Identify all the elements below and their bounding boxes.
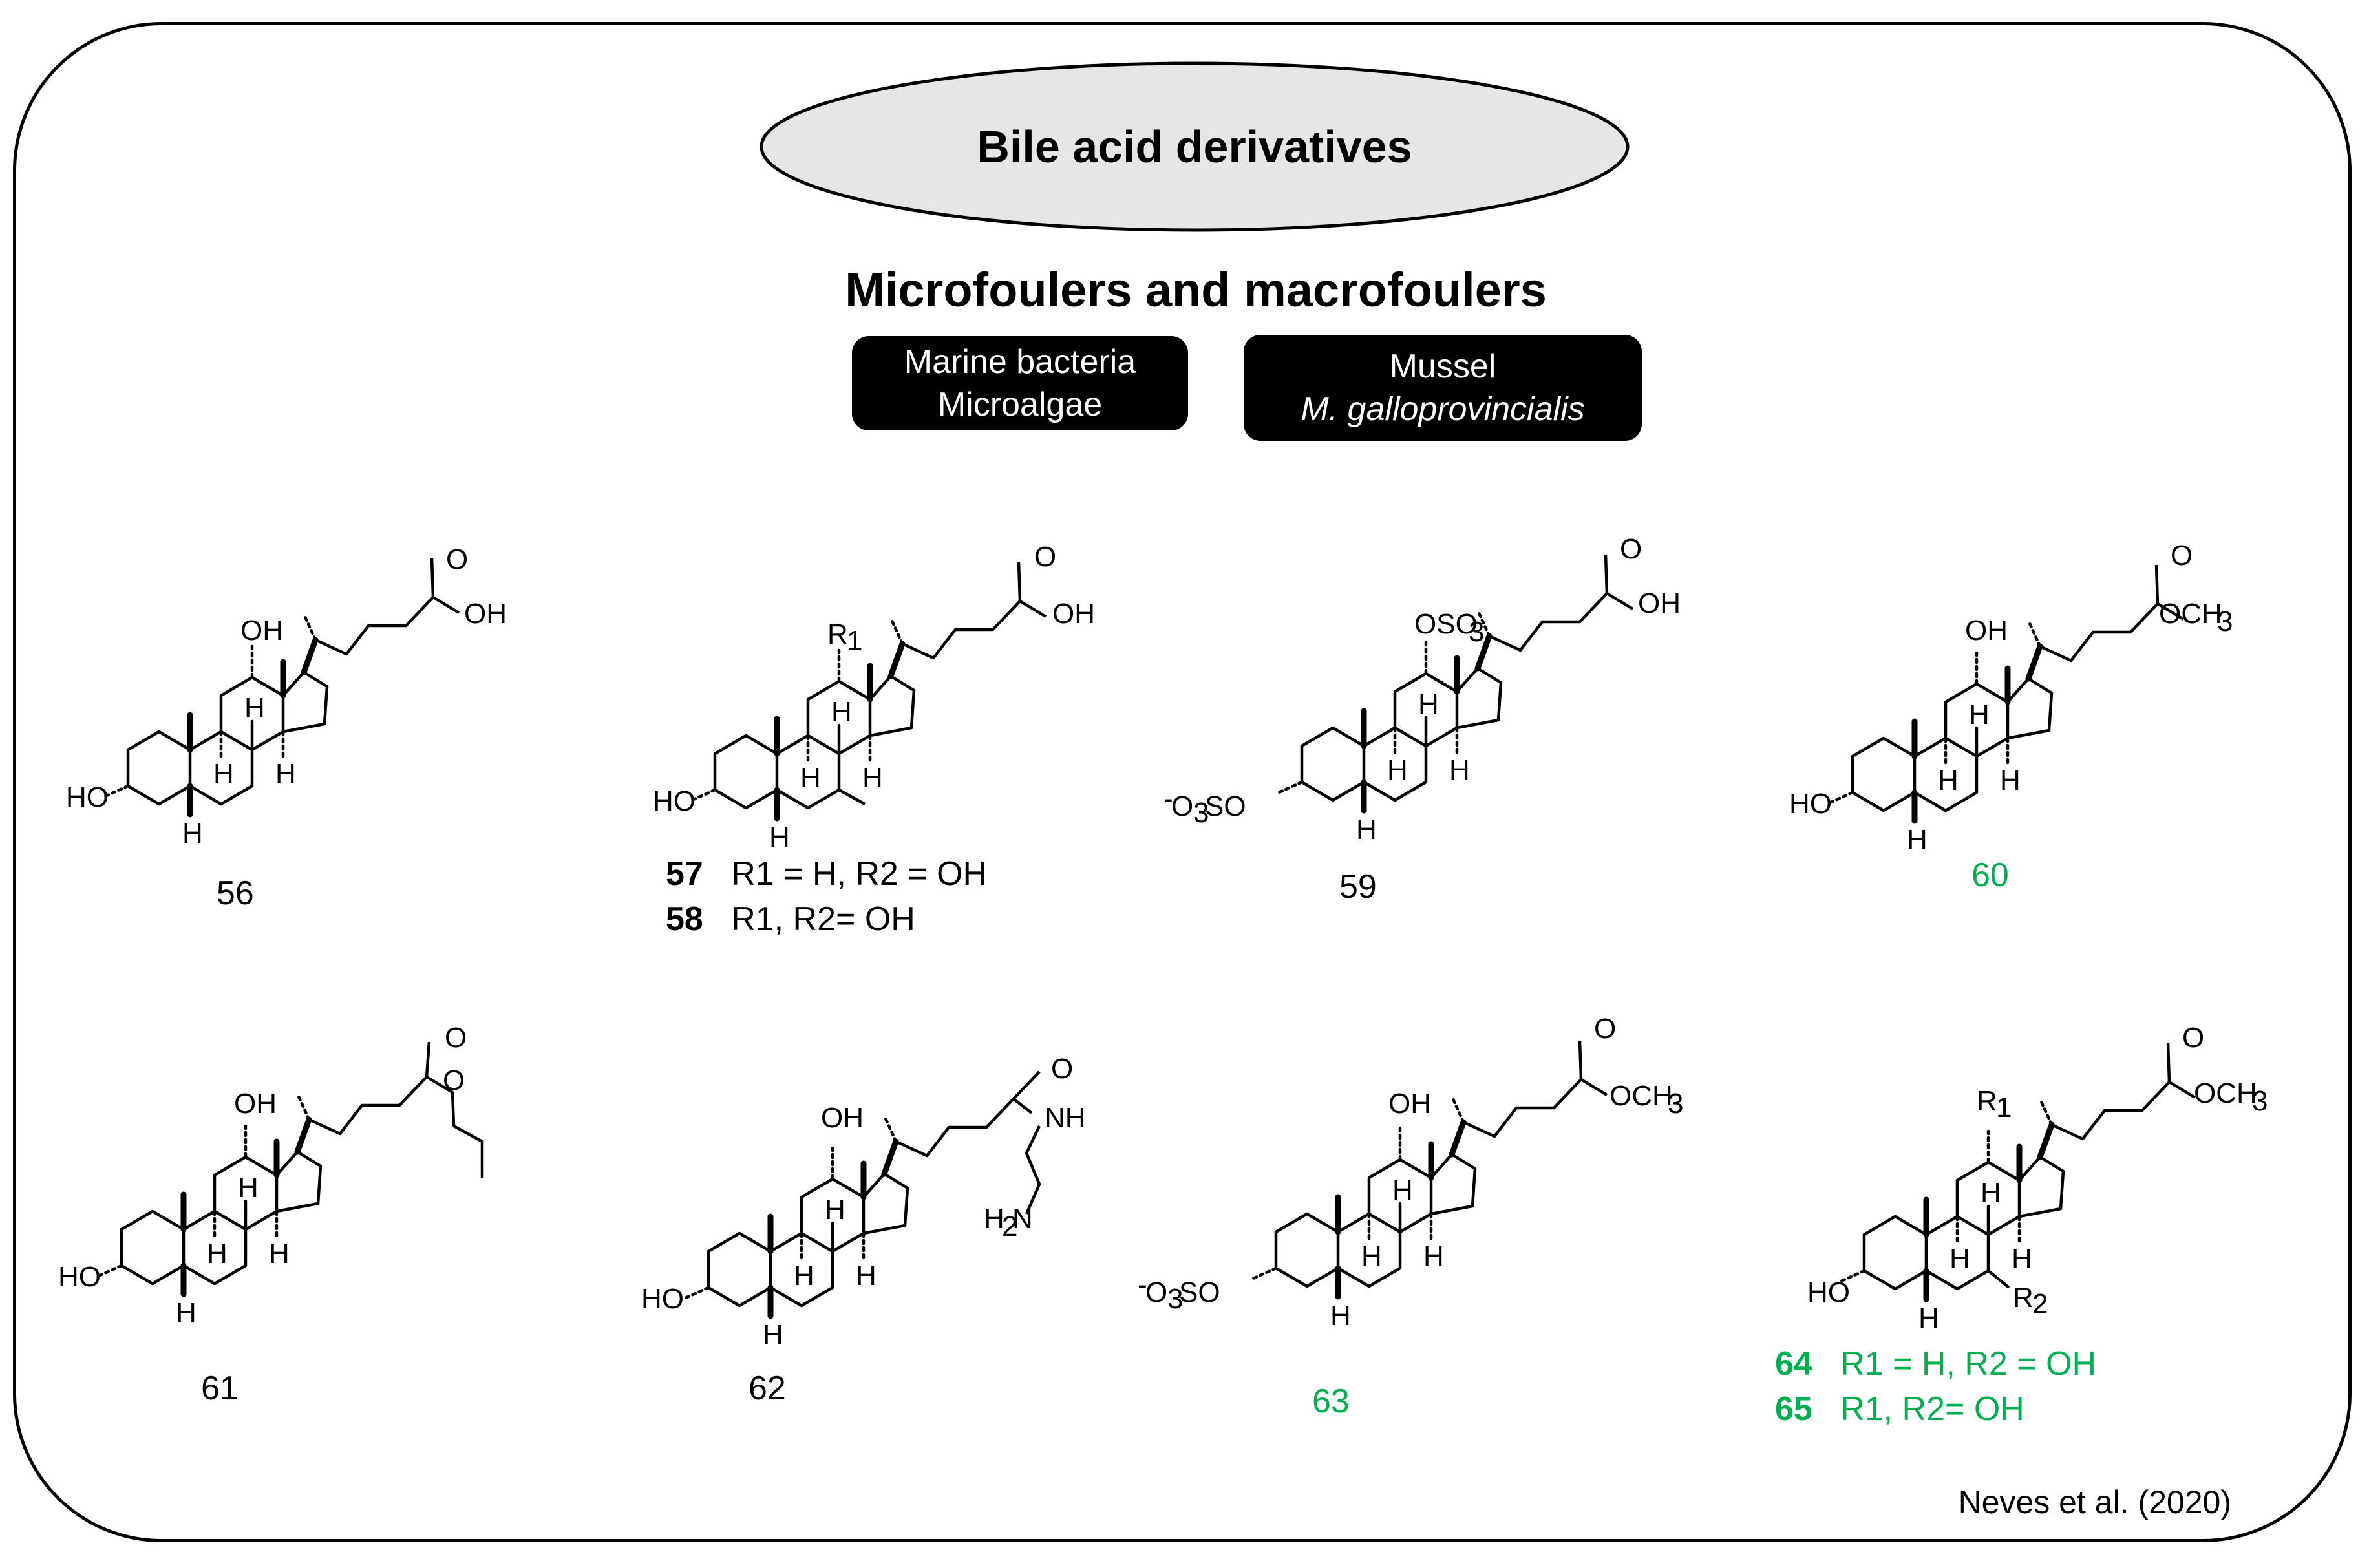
svg-text:O: O	[1051, 1053, 1073, 1085]
svg-text:HO: HO	[66, 781, 109, 813]
svg-text:OH: OH	[821, 1102, 864, 1134]
citation: Neves et al. (2020)	[1958, 1484, 2231, 1520]
svg-text:HO: HO	[1789, 788, 1832, 820]
svg-text:1: 1	[847, 625, 862, 657]
svg-text:N: N	[1012, 1203, 1033, 1235]
label-61: 61	[201, 1370, 239, 1407]
structure-56: O OH OH HO	[66, 544, 507, 849]
svg-text:HO: HO	[1807, 1277, 1850, 1308]
structure-61: O O OH HO	[58, 1022, 484, 1329]
badge-micro-line-1: Marine bacteria	[904, 343, 1136, 381]
page-title: Bile acid derivatives	[977, 122, 1412, 172]
svg-text:3: 3	[1167, 1283, 1183, 1315]
svg-text:R: R	[1977, 1085, 1997, 1117]
rgroup-line-58: 58 R1, R2= OH	[666, 900, 915, 939]
rgroup-line-57: 57 R1 = H, R2 = OH	[666, 855, 987, 893]
svg-text:3: 3	[2217, 606, 2233, 637]
svg-text:OCH: OCH	[2159, 598, 2222, 630]
svg-text:OSO: OSO	[1414, 608, 1478, 640]
svg-text:HO: HO	[641, 1283, 684, 1315]
svg-text:OH: OH	[1638, 588, 1681, 619]
svg-text:2: 2	[2032, 1288, 2048, 1320]
badge-macro-line-1: Mussel	[1389, 348, 1496, 385]
badge-micro-line-2: Microalgae	[937, 386, 1103, 423]
svg-text:OH: OH	[1388, 1088, 1431, 1120]
outer-frame	[13, 22, 2352, 1542]
rgroup-57-number: 57	[666, 855, 703, 893]
rgroup-65-text: R1, R2= OH	[1840, 1390, 2024, 1428]
svg-text:SO: SO	[1205, 791, 1246, 822]
section-subtitle: Microfoulers and macrofoulers	[845, 263, 1547, 317]
rgroup-line-64: 64 R1 = H, R2 = OH	[1775, 1344, 2096, 1383]
rgroup-65-number: 65	[1775, 1390, 1812, 1428]
svg-text:O: O	[1594, 1013, 1616, 1045]
svg-text:-: -	[1163, 783, 1173, 814]
svg-text:SO: SO	[1179, 1277, 1220, 1308]
svg-text:O: O	[445, 1022, 467, 1054]
svg-text:3: 3	[1193, 797, 1209, 829]
structure-62: O NH H2N OH HO	[641, 1053, 1086, 1351]
label-63: 63	[1312, 1383, 1350, 1420]
svg-text:OH: OH	[240, 615, 283, 646]
rgroup-64-text: R1 = H, R2 = OH	[1840, 1345, 2097, 1383]
svg-text:O: O	[1171, 791, 1193, 822]
structure-57-58: O OH R1 HO	[653, 541, 1095, 853]
svg-text:O: O	[2182, 1022, 2204, 1054]
svg-text:HO: HO	[653, 785, 696, 817]
svg-text:O: O	[1034, 541, 1056, 573]
title-ellipse: Bile acid derivatives	[758, 59, 1631, 234]
label-62: 62	[749, 1370, 786, 1407]
svg-text:1: 1	[1996, 1092, 2012, 1123]
svg-text:O: O	[1620, 533, 1642, 565]
svg-text:O: O	[443, 1065, 465, 1096]
title-ellipse-shape	[760, 61, 1630, 232]
label-60: 60	[1971, 856, 2009, 894]
svg-text:NH: NH	[1045, 1102, 1086, 1134]
svg-text:3: 3	[1469, 616, 1484, 648]
svg-text:H: H	[984, 1203, 1004, 1235]
label-56: 56	[217, 875, 254, 912]
svg-text:OH: OH	[234, 1088, 277, 1120]
badge-microfoulers: Marine bacteria Microalgae	[852, 336, 1188, 430]
svg-text:3: 3	[1668, 1088, 1683, 1120]
rgroup-line-65: 65 R1, R2= OH	[1775, 1390, 2024, 1428]
svg-text:R: R	[2013, 1282, 2034, 1313]
svg-text:OCH: OCH	[1610, 1080, 1673, 1112]
rgroup-57-text: R1 = H, R2 = OH	[731, 855, 988, 893]
svg-text:R: R	[827, 619, 848, 650]
svg-text:HO: HO	[58, 1261, 101, 1293]
badge-macro-line-2: M. galloprovincialis	[1301, 390, 1585, 428]
label-59: 59	[1339, 868, 1377, 906]
svg-text:3: 3	[2252, 1085, 2268, 1117]
badge-macrofoulers: Mussel M. galloprovincialis	[1244, 335, 1642, 441]
svg-text:O: O	[2171, 540, 2193, 571]
rgroup-58-number: 58	[666, 900, 703, 938]
svg-text:OCH: OCH	[2194, 1078, 2257, 1109]
rgroup-64-number: 64	[1775, 1345, 1812, 1383]
svg-text:2: 2	[1002, 1211, 1017, 1242]
svg-text:OH: OH	[1052, 598, 1095, 630]
svg-text:O: O	[446, 544, 468, 575]
svg-text:OH: OH	[464, 598, 507, 630]
svg-text:OH: OH	[1965, 615, 2008, 646]
svg-text:O: O	[1145, 1277, 1167, 1308]
rgroup-58-text: R1, R2= OH	[731, 900, 915, 938]
svg-text:-: -	[1138, 1269, 1147, 1301]
